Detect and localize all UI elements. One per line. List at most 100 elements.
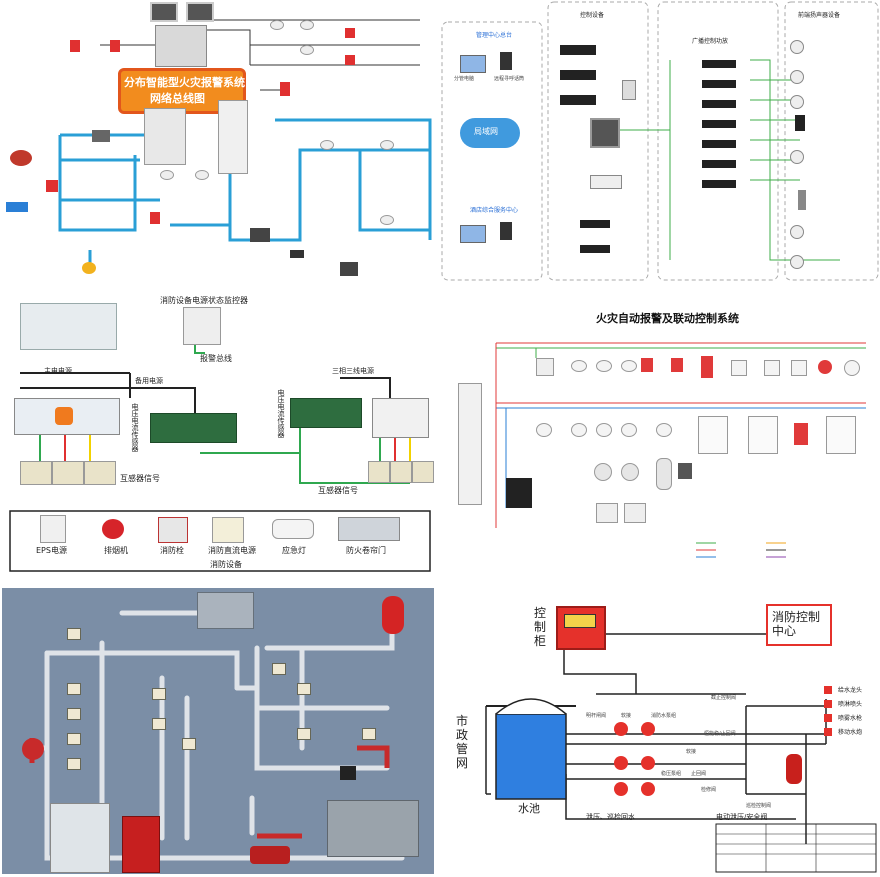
signal-label-left: 互感器信号 xyxy=(120,474,160,483)
sign-box xyxy=(182,738,196,750)
module-box xyxy=(791,360,807,376)
hydrant-icon xyxy=(158,517,188,543)
sensor-label-left: 电压电流传感器 xyxy=(131,403,139,452)
sign-box xyxy=(67,683,81,695)
fire-alarm-controller xyxy=(144,108,186,165)
pump-label: 稳压泵组 xyxy=(661,771,682,777)
red-box xyxy=(701,356,713,378)
detector-dome xyxy=(621,463,639,481)
bus-label: 报警总线 xyxy=(200,354,232,363)
pump-label: 消防水泵组 xyxy=(651,713,677,719)
panel-3d-pipeline xyxy=(2,588,434,874)
module-box xyxy=(250,228,270,242)
section-broadcast-label: 广播控制功放 xyxy=(692,38,729,45)
power-amp xyxy=(702,60,736,68)
emergency-light-icon xyxy=(272,519,314,539)
device-label: 分管电脑 xyxy=(454,76,475,82)
wall-speaker xyxy=(795,115,805,131)
smoke-detector xyxy=(621,360,637,372)
section-control-label: 控制设备 xyxy=(580,12,605,19)
smoke-detector xyxy=(270,20,284,30)
sign-box xyxy=(297,683,311,695)
hydrant-valve xyxy=(22,738,44,760)
pump-label: 软接 xyxy=(621,713,632,719)
monitor-cabinet xyxy=(183,307,221,345)
cloud-label: 局域网 xyxy=(474,127,498,136)
switch-knob xyxy=(55,407,73,425)
module-box xyxy=(764,360,780,376)
outlet-icon xyxy=(824,700,832,708)
smoke-detector xyxy=(380,140,394,150)
smoke-detector xyxy=(571,360,587,372)
safety-box xyxy=(826,416,856,454)
amplifier-unit xyxy=(560,70,596,80)
main-console xyxy=(590,118,620,148)
sign-box xyxy=(152,718,166,730)
smoke-detector xyxy=(300,45,314,55)
outlet-label: 给水龙头 xyxy=(838,687,863,694)
pump-label: 明杆闸阀 xyxy=(586,713,607,719)
eps-power-icon xyxy=(40,515,66,543)
signal-label-right: 互感器信号 xyxy=(318,486,358,495)
beam-device xyxy=(656,458,672,490)
laptop-icon xyxy=(460,55,486,73)
yellow-valve xyxy=(82,262,96,274)
smoke-fan-icon xyxy=(102,519,124,539)
outlet-icon xyxy=(824,686,832,694)
red-module xyxy=(345,55,355,65)
red-module xyxy=(345,28,355,38)
panel-device xyxy=(536,358,554,376)
control-console xyxy=(155,25,207,67)
column-speaker xyxy=(798,190,806,210)
current-transformer xyxy=(368,461,390,483)
pump-unit xyxy=(250,846,290,864)
sounder xyxy=(844,360,860,376)
pump-icon xyxy=(641,722,655,736)
pressure-tank xyxy=(382,596,404,634)
rolling-door-icon xyxy=(338,517,400,541)
control-cabinet xyxy=(50,803,110,873)
sign-box xyxy=(272,663,286,675)
power-amp xyxy=(702,160,736,168)
sign-box xyxy=(67,628,81,640)
manual-alarm xyxy=(641,358,653,372)
sign-box xyxy=(67,708,81,720)
panel-power-monitor: 消防设备电源状态监控器 报警总线 主电电源 备用电源 三相三线电源 电压电流传感… xyxy=(0,293,436,578)
ceiling-speaker xyxy=(790,95,804,109)
ground-tank xyxy=(327,800,419,857)
module-box xyxy=(624,503,646,523)
ceiling-speaker xyxy=(790,255,804,269)
detector xyxy=(621,423,637,437)
panel-fire-alarm-bus: 分布智能型火灾报警系统 网络总线图 xyxy=(0,0,436,290)
equipment-label: EPS电源 xyxy=(36,546,67,555)
amplifier-unit xyxy=(580,245,610,253)
pump-label: 截止控制阀 xyxy=(711,695,737,701)
detector xyxy=(536,423,552,437)
alarm-bell xyxy=(818,360,832,374)
laptop-icon xyxy=(460,225,486,243)
dc-power-icon xyxy=(212,517,244,543)
cabinet-label: 控制柜 xyxy=(534,606,547,648)
red-box xyxy=(794,423,808,445)
pump-piping xyxy=(485,633,877,873)
equipment-title: 消防设备 xyxy=(210,560,242,569)
power-wiring xyxy=(9,341,431,572)
red-module xyxy=(280,82,290,96)
sensor-label-right: 电压电流传感器 xyxy=(277,389,285,438)
pump-label: 软接 xyxy=(686,749,697,755)
detector xyxy=(596,423,612,437)
safety-box xyxy=(698,416,728,454)
equipment-label: 排烟机 xyxy=(104,546,128,555)
outlet-icon xyxy=(824,714,832,722)
current-transformer xyxy=(390,461,412,483)
pool-label: 水池 xyxy=(518,802,540,815)
smoke-detector xyxy=(596,360,612,372)
control-center-label: 消防控制中心 xyxy=(772,610,821,638)
smoke-detector xyxy=(160,170,174,180)
blue-device xyxy=(6,202,28,212)
workstation xyxy=(506,478,532,508)
sign-box xyxy=(67,758,81,770)
ceiling-speaker xyxy=(790,70,804,84)
current-transformer xyxy=(412,461,434,483)
control-desk xyxy=(20,303,117,350)
